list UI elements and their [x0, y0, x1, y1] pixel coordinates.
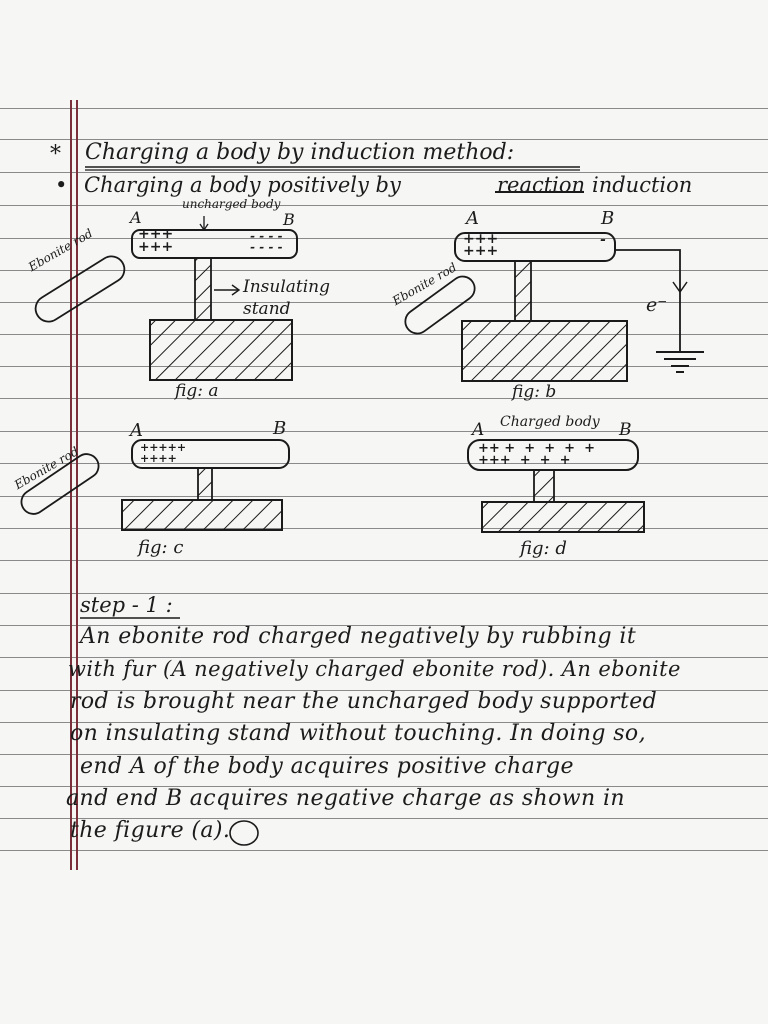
ruled-line [0, 625, 768, 626]
fig-a-caption: fig: a [175, 381, 219, 401]
ruled-line [0, 238, 768, 239]
fig-c-caption: fig: c [138, 537, 184, 558]
ruled-line [0, 334, 768, 335]
fig-c-positive-charges: +++++ ++++ [140, 441, 187, 465]
ruled-line [0, 657, 768, 658]
ruled-line [0, 593, 768, 594]
subtitle-struck: reaction [497, 173, 586, 197]
step-line-4: on insulating stand without touching. In… [70, 721, 646, 746]
fig-b-positive-charges: +++ +++ [463, 231, 499, 259]
fig-d-positive-charges: ++ + + + + + +++ + + + [478, 441, 595, 468]
fig-a-insulating-stand-label: Insulating stand [243, 277, 331, 319]
fig-c-ebonite-rod [20, 453, 100, 515]
fig-a-body [131, 229, 298, 259]
ruled-line [0, 139, 768, 140]
ruled-line [0, 786, 768, 787]
fig-a-stand [194, 257, 212, 321]
fig-a-stand-arrow-head [231, 284, 241, 296]
fig-d-label-b: B [619, 420, 632, 440]
ruled-line [0, 528, 768, 529]
ruled-line [0, 270, 768, 271]
margin-line [76, 100, 78, 870]
step-line-5: end A of the body acquires positive char… [80, 754, 574, 779]
ruled-line [0, 818, 768, 819]
ruled-line [0, 366, 768, 367]
ruled-line [0, 463, 768, 464]
ruled-line [0, 172, 768, 173]
fig-b-label-a: A [466, 208, 479, 229]
fig-a-diagram [34, 216, 298, 381]
fig-d-caption: fig: d [520, 538, 567, 559]
fig-a-base [149, 319, 293, 381]
subtitle-part1: Charging a body positively by [84, 173, 401, 197]
fig-b-negative-charge: - [600, 232, 606, 248]
step-line-7: the figure (a). [70, 818, 231, 843]
fig-b-electron-label: e⁻ [646, 294, 668, 316]
fig-b-body [454, 232, 616, 262]
ruled-line [0, 850, 768, 851]
fig-a-uncharged-body-label: uncharged body [182, 197, 281, 211]
fig-b-stand [514, 260, 532, 322]
fig-b-electron-arrow [672, 281, 688, 294]
ruled-line [0, 690, 768, 691]
star-marker: * [50, 142, 61, 167]
fig-a-label-a: A [130, 208, 142, 227]
fig-a-label-b: B [283, 210, 295, 229]
ruled-line [0, 754, 768, 755]
fig-a-ebonite-rod [34, 255, 126, 323]
fig-b-caption: fig: b [512, 382, 557, 402]
fig-d-label-a: A [472, 420, 485, 440]
step-line-6: and end B acquires negative charge as sh… [66, 786, 625, 811]
ruled-line [0, 431, 768, 432]
step-heading: step - 1 : [80, 593, 173, 617]
fig-a-positive-charges: +++ +++ [138, 226, 174, 255]
ruled-line [0, 205, 768, 206]
fig-c-label-b: B [273, 418, 287, 439]
ruled-line [0, 398, 768, 399]
fig-d-diagram [467, 439, 645, 533]
fig-b-ebonite-rod [404, 275, 476, 335]
fig-c-diagram [20, 439, 290, 531]
bullet: • [55, 173, 68, 197]
fig-d-base [481, 501, 645, 533]
step-line-2: with fur (A negatively charged ebonite r… [68, 657, 681, 681]
fig-b-ground-wire [615, 249, 681, 352]
fig-d-charged-body-label: Charged body [500, 414, 600, 430]
fig-c-base [121, 499, 283, 531]
ruled-line [0, 722, 768, 723]
fig-c-label-a: A [130, 420, 143, 441]
page-title: Charging a body by induction method: [85, 140, 515, 165]
ruled-line [0, 108, 768, 109]
step-line-1: An ebonite rod charged negatively by rub… [80, 624, 637, 649]
ruled-line [0, 496, 768, 497]
ruled-line [0, 560, 768, 561]
fig-a-arrow-head [199, 223, 209, 232]
fig-c-stand [197, 467, 213, 501]
fig-b-label-b: B [601, 208, 615, 229]
margin-line [70, 100, 72, 870]
ruled-line [0, 302, 768, 303]
fig-b-base [461, 320, 628, 382]
fig-a-negative-charges: - - - - - - - - [250, 229, 283, 254]
subtitle-part2: induction [592, 173, 693, 197]
step-line-3: rod is brought near the uncharged body s… [70, 689, 658, 714]
fig-b-diagram [404, 232, 704, 382]
figure-ref-circle [229, 820, 259, 846]
fig-d-stand [533, 469, 555, 503]
